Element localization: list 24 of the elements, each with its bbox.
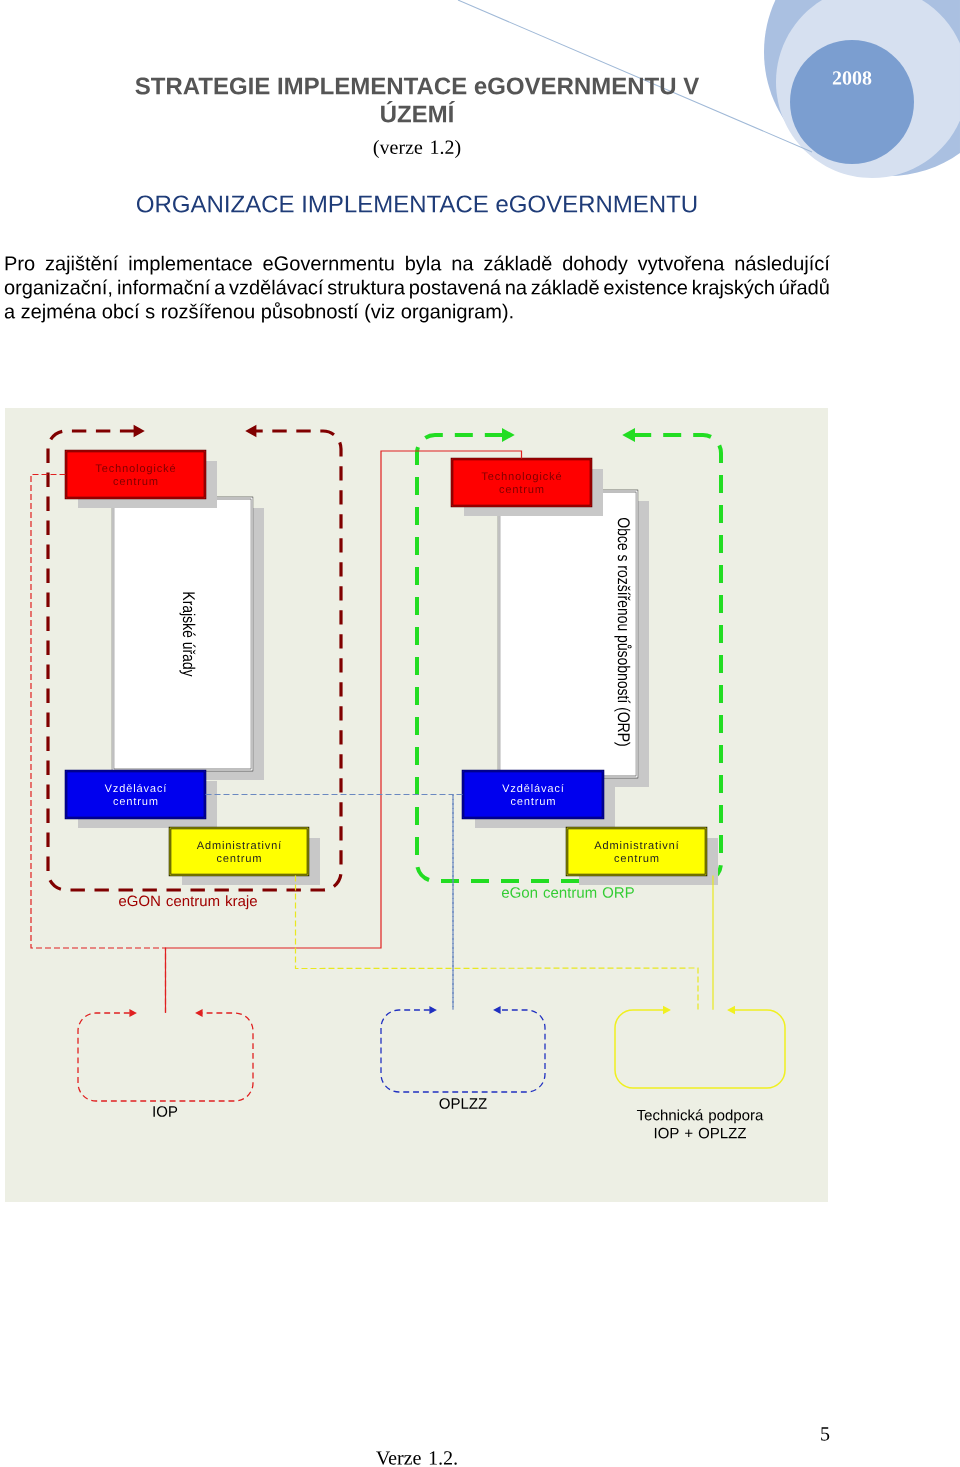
connector-line [712, 874, 714, 1011]
frame-label: Technická podpora IOP + OPLZZ [636, 1109, 764, 1139]
frame-label: eGON centrum kraje [119, 895, 257, 910]
admin-centre-box: Administrativní centrum [565, 826, 718, 885]
frame-label: eGon centrum ORP [501, 887, 634, 898]
page-number: 5 [821, 1427, 830, 1441]
connector-line [164, 450, 523, 1014]
section-title: ORGANIZACE IMPLEMENTACE eGOVERNMENTU [137, 195, 697, 213]
version-note: (verze 1.2) [373, 139, 461, 159]
office-box: Krajské úřady [111, 496, 264, 780]
education-centre-box: Vzdělávací centrum [461, 769, 615, 828]
connector-line [204, 793, 454, 1011]
year-text: 2008 [832, 71, 872, 85]
intro-paragraph: Pro zajištění implementace eGovernmentu byla na základě dohody vytvořena následující organizační, informační a vzdělávací struktura postavená na základě existence krajských úřadů a zejména obcí s rozšířenou působností (viz organigram). [4, 255, 830, 323]
document-heading: STRATEGIE IMPLEMENTACE eGOVERNMENTU V ÚZEMÍ [135, 77, 700, 123]
connector-line [294, 874, 699, 1011]
connector-line [452, 793, 464, 1011]
admin-centre-box: Administrativní centrum [168, 826, 320, 885]
frame-label: IOP [153, 1106, 178, 1117]
technology-centre-box: Technologické centrum [64, 449, 217, 508]
frame-label: OPLZZ [439, 1098, 487, 1109]
technology-centre-box: Technologické centrum [450, 457, 603, 516]
education-centre-box: Vzdělávací centrum [64, 769, 217, 828]
footer-version: Verze 1.2. [376, 1451, 457, 1465]
